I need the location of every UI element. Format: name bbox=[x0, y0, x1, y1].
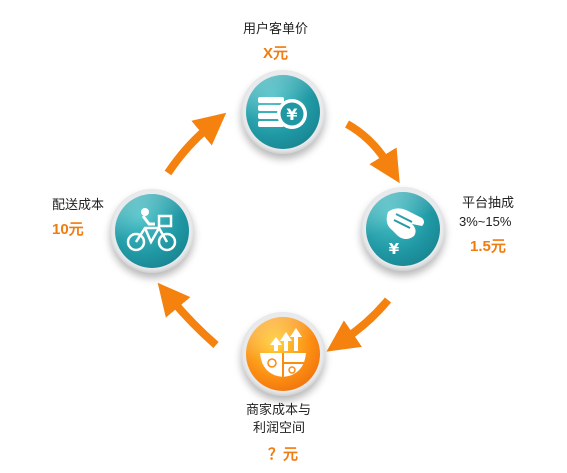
delivery-bike-icon bbox=[126, 208, 177, 252]
top-label: 用户客单价 bbox=[243, 21, 309, 36]
pie-growth-icon bbox=[260, 328, 306, 377]
hand-yuan-icon: ¥ bbox=[386, 208, 424, 258]
coin-stack-yuan-icon: ¥ bbox=[258, 97, 307, 129]
arrow-left-to-top bbox=[164, 112, 227, 176]
right-rate: 3%~15% bbox=[459, 214, 512, 229]
left-value: 10元 bbox=[52, 221, 84, 238]
left-node bbox=[110, 189, 194, 273]
arrow-bottom-to-left bbox=[157, 282, 219, 349]
top-node: ¥ bbox=[241, 70, 325, 154]
bottom-label-line1: 商家成本与 bbox=[246, 402, 312, 417]
right-node: ¥ bbox=[361, 187, 445, 271]
bottom-label-line2: 利润空间 bbox=[253, 420, 306, 435]
right-label: 平台抽成 bbox=[462, 195, 515, 210]
left-label: 配送成本 bbox=[52, 197, 105, 212]
arrow-top-to-right bbox=[344, 120, 400, 184]
arrow-right-to-bottom bbox=[326, 297, 392, 352]
bottom-node bbox=[241, 312, 325, 396]
right-value: 1.5元 bbox=[470, 238, 506, 255]
svg-text:¥: ¥ bbox=[389, 240, 400, 258]
bottom-value: ？元 bbox=[268, 446, 299, 463]
top-value: X元 bbox=[263, 45, 289, 62]
svg-text:¥: ¥ bbox=[286, 105, 297, 124]
